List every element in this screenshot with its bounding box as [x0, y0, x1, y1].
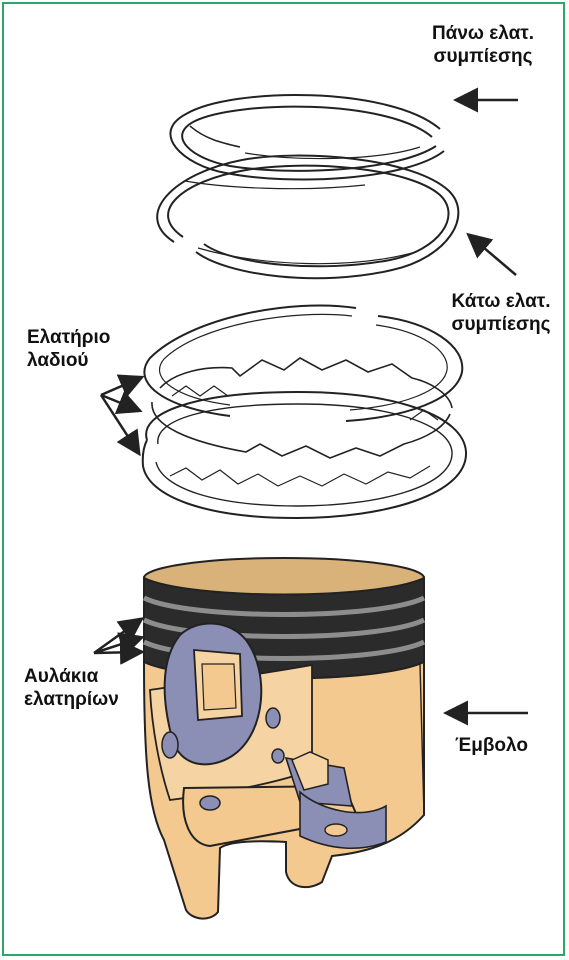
bottom-compression-ring: [157, 156, 458, 279]
top-compression-ring-label: Πάνω ελατ. συμπίεσης: [417, 22, 549, 68]
arrow-oil-ring-1: [101, 378, 140, 395]
ring-grooves-label: Αυλάκια ελατηρίων: [24, 665, 154, 711]
oil-ring-label: Ελατήριο λαδιού: [27, 326, 137, 372]
arrow-groove-3: [94, 652, 140, 653]
arrow-groove-2: [94, 638, 140, 653]
top-compression-ring: [170, 95, 444, 180]
arrow-groove-1: [94, 620, 140, 653]
piston-body: [144, 558, 424, 919]
piston-label: Έμβολο: [455, 734, 555, 757]
bottom-compression-ring-label: Κάτω ελατ. συμπίεσης: [436, 290, 566, 336]
oil-ring-lower-rail: [143, 392, 466, 518]
arrow-bottom-compression: [470, 236, 516, 275]
oil-ring-expander: [152, 358, 452, 458]
